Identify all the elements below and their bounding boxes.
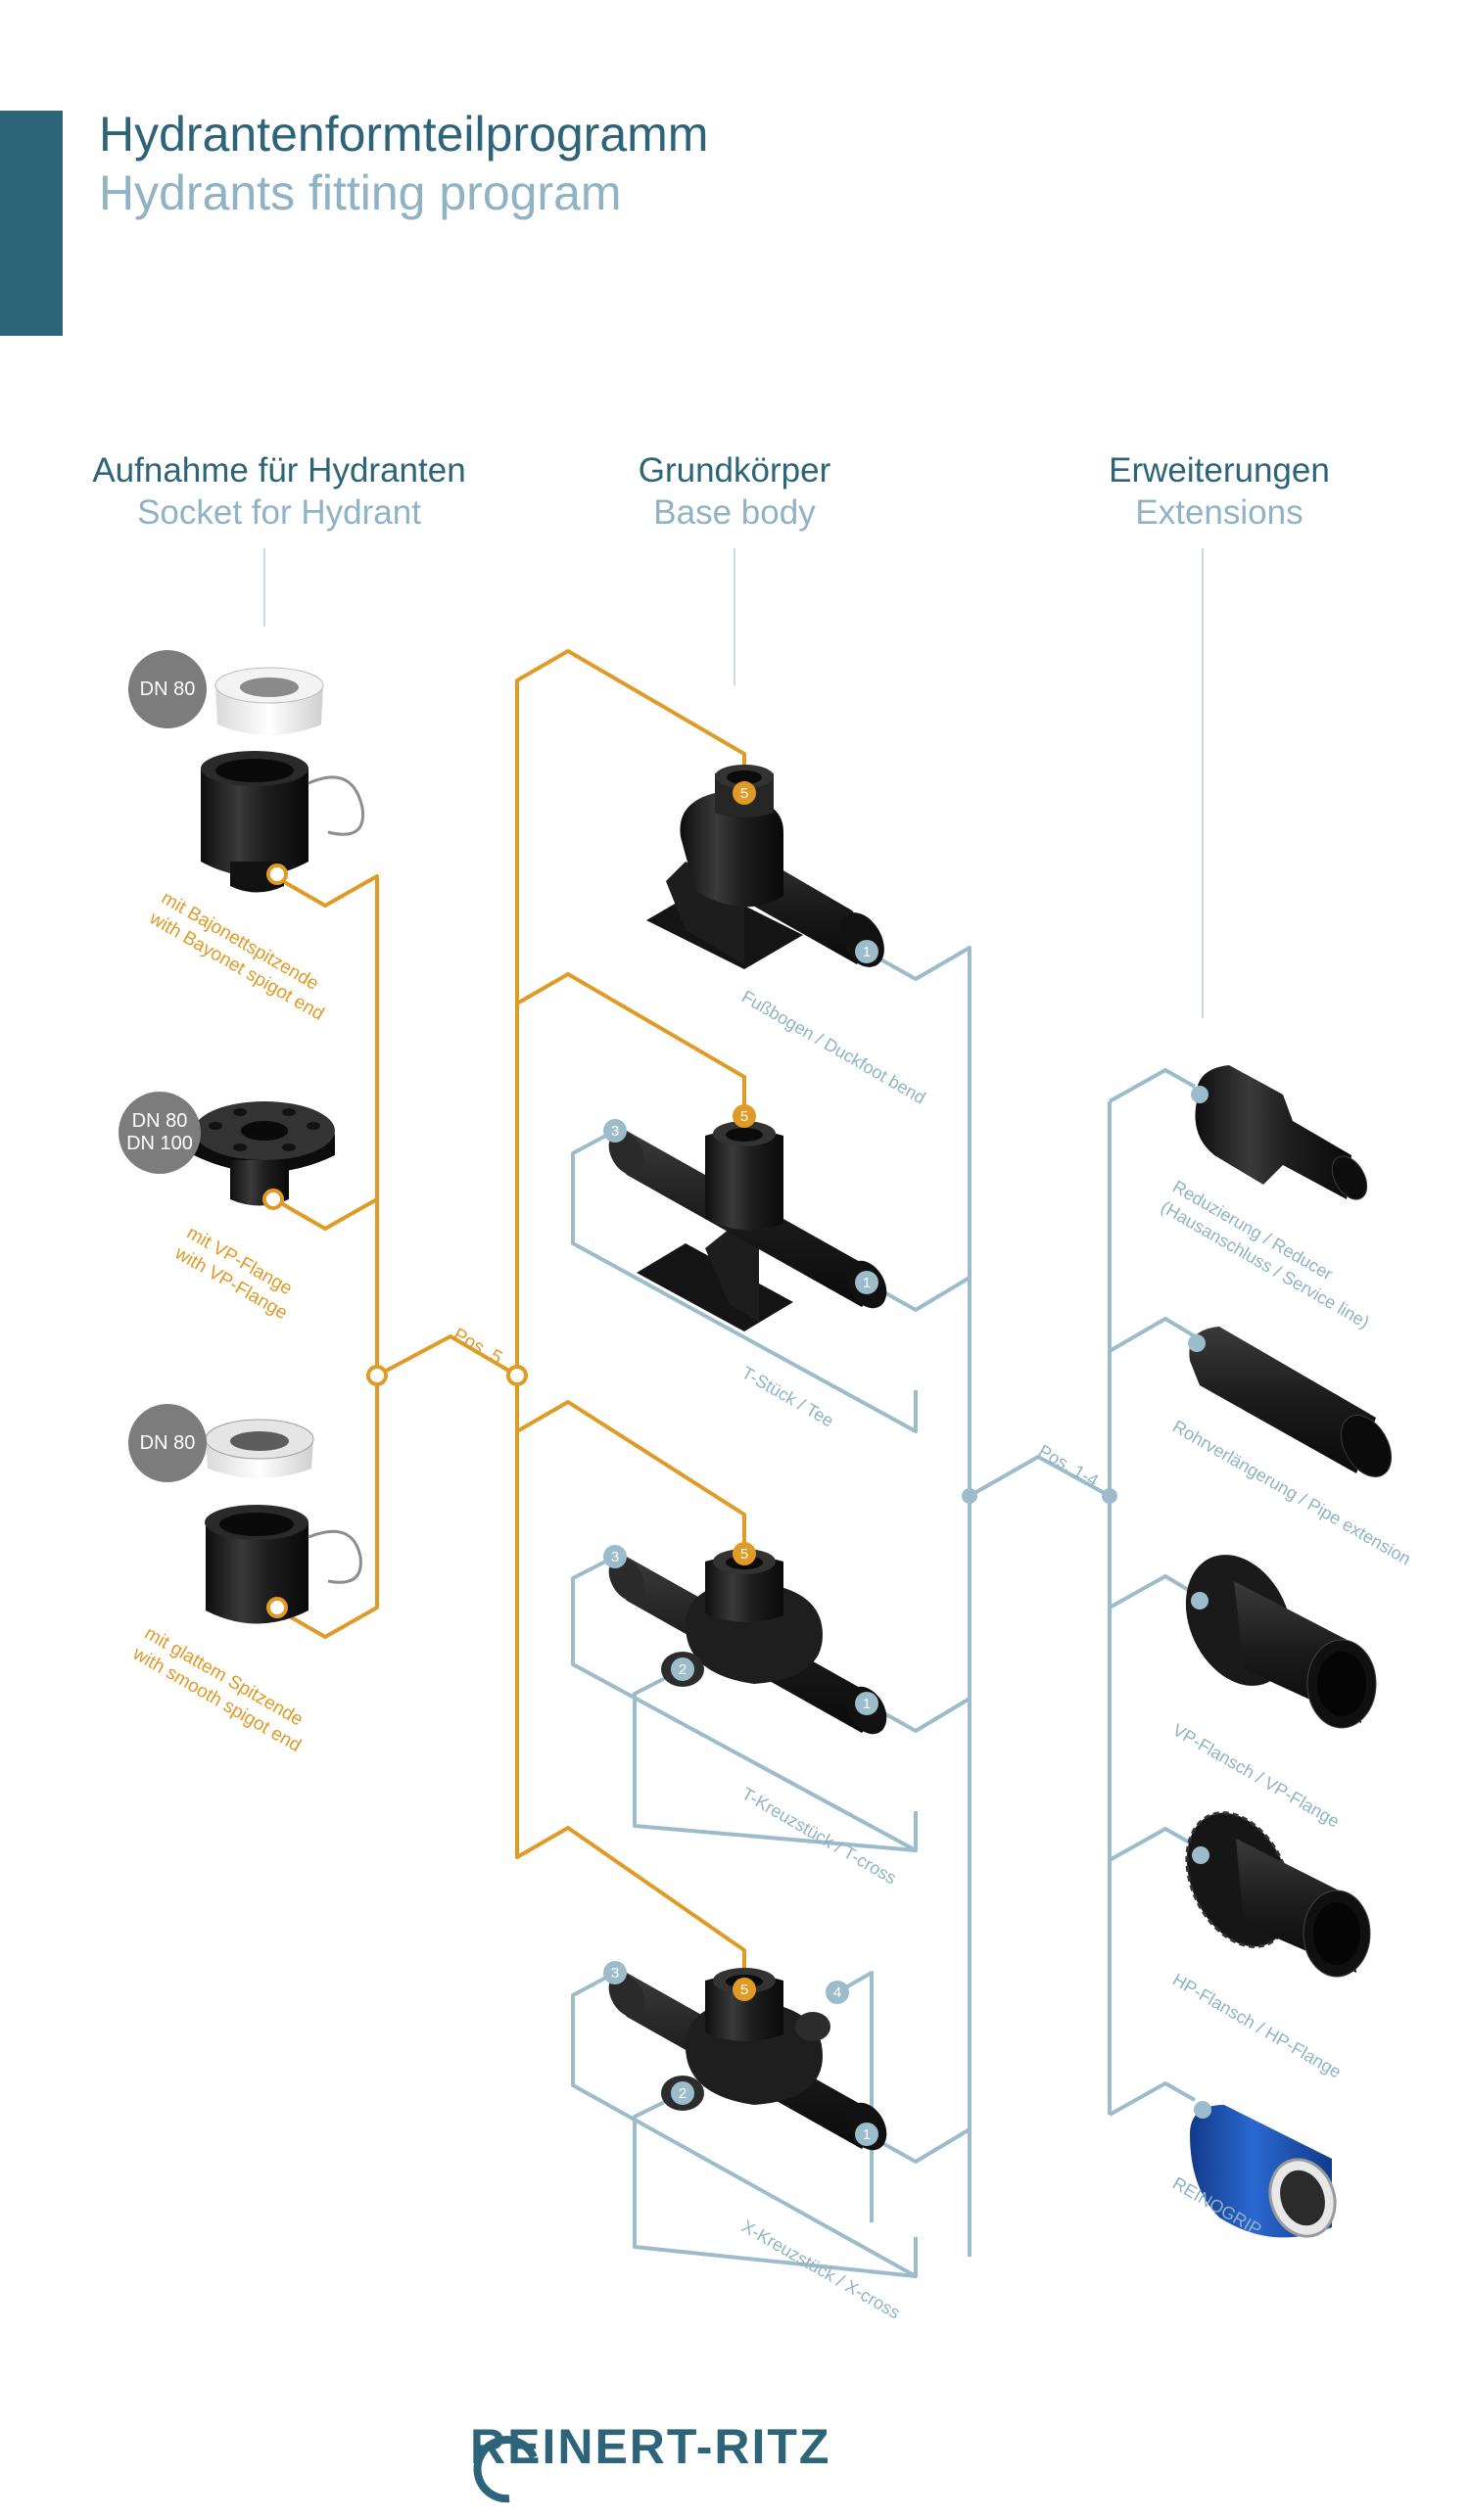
size-badge: DN 80 [128, 1404, 207, 1482]
size-badge: DN 80 [128, 650, 207, 728]
column-heading-base-body: Grundkörper Base body [638, 451, 831, 532]
company-logo: REINERT-RITZ [470, 2419, 831, 2474]
svg-text:3: 3 [611, 1549, 619, 1565]
port-markers: 5 1 5 3 1 5 3 2 1 5 3 4 2 1 [603, 781, 878, 2146]
svg-text:5: 5 [740, 785, 748, 802]
tee-image [608, 1121, 887, 1331]
column-heading-extensions: Erweiterungen Extensions [1109, 451, 1330, 532]
socket-bayonet-image [201, 667, 365, 893]
blue-connector-lines [571, 946, 1197, 2278]
reinogrip-image [1190, 2101, 1337, 2238]
socket-smooth-spigot-image [205, 1419, 362, 1624]
duckfoot-bend-image [646, 765, 884, 969]
svg-text:1: 1 [863, 1275, 871, 1291]
page-subtitle: Hydrants fitting program [99, 165, 622, 220]
junction-dots [366, 1365, 1117, 1504]
orange-connector-lines [273, 649, 746, 1989]
vp-flange-extension-image [1185, 1555, 1377, 1729]
svg-text:1: 1 [863, 944, 871, 960]
socket-vp-flange-image [194, 1101, 335, 1210]
port-5-markers [733, 781, 756, 2001]
svg-text:2: 2 [679, 1661, 687, 1678]
port-1-4-markers [603, 940, 878, 2146]
svg-text:3: 3 [611, 1965, 619, 1982]
column-guides [263, 548, 1204, 1018]
svg-text:3: 3 [611, 1123, 619, 1140]
hp-flange-extension-image [1185, 1811, 1371, 1978]
page-title: Hydrantenformteilprogramm [99, 107, 709, 162]
accent-bar [0, 111, 63, 336]
svg-text:5: 5 [740, 1982, 748, 1998]
reducer-image [1191, 1065, 1368, 1200]
svg-text:5: 5 [740, 1108, 748, 1125]
svg-text:1: 1 [863, 1696, 871, 1712]
svg-text:1: 1 [863, 2126, 871, 2143]
size-badge: DN 80 DN 100 [118, 1092, 201, 1174]
column-heading-socket: Aufnahme für Hydranten Socket for Hydran… [92, 451, 466, 532]
svg-text:5: 5 [740, 1546, 748, 1563]
svg-text:2: 2 [679, 2085, 687, 2102]
pipe-extension-image [1188, 1327, 1393, 1477]
logo-mark-icon [473, 2436, 538, 2503]
svg-text:4: 4 [833, 1984, 841, 2001]
port-numbers: 5 1 5 3 1 5 3 2 1 5 3 4 2 1 [611, 785, 871, 2143]
t-cross-image [608, 1549, 887, 1735]
